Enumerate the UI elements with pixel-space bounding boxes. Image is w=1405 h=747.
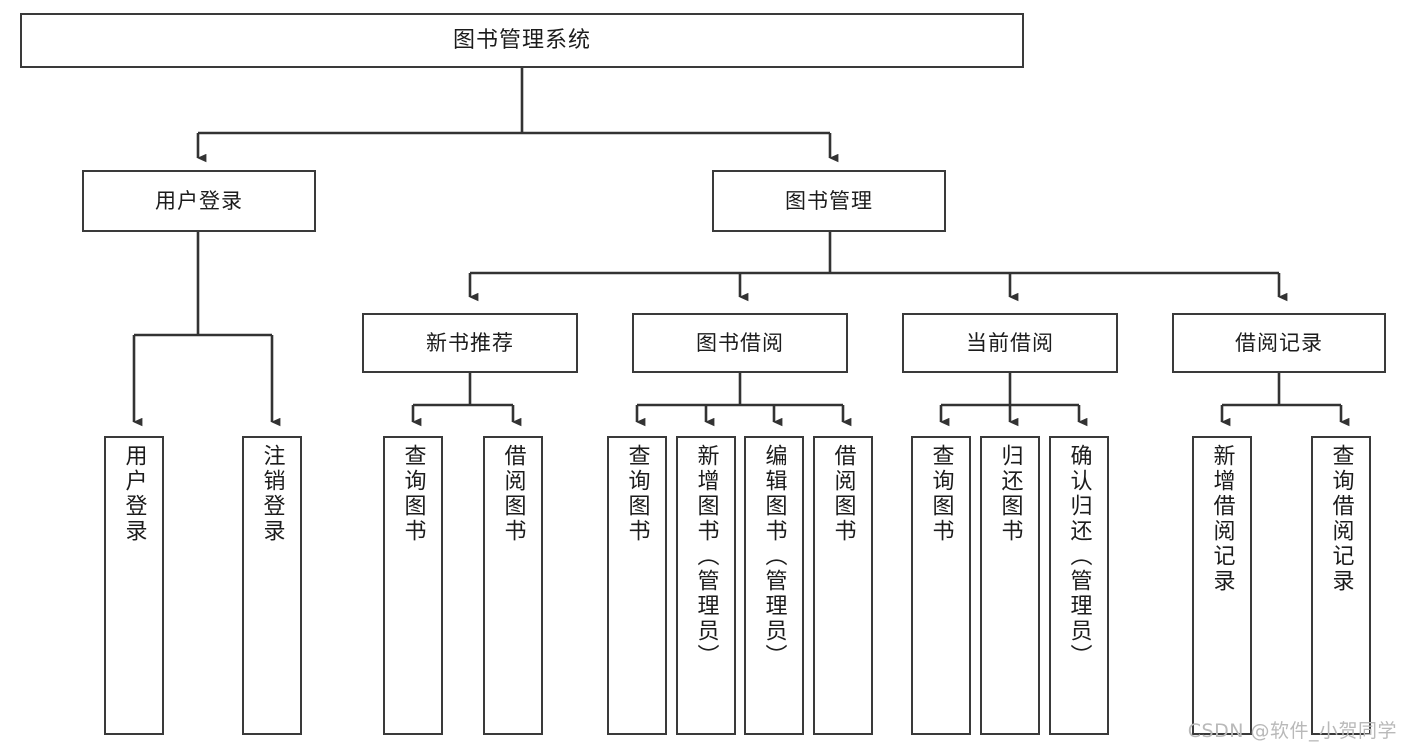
node-label: 查询图书 bbox=[400, 444, 426, 544]
node-label: 查询图书 bbox=[624, 444, 650, 544]
node-leaf-edit-book[interactable]: 编辑图书（管理员） bbox=[744, 436, 804, 735]
node-leaf-user-login[interactable]: 用户登录 bbox=[104, 436, 164, 735]
watermark-text: CSDN @软件_小贺同学 bbox=[1187, 720, 1397, 742]
node-borrow-record[interactable]: 借阅记录 bbox=[1172, 313, 1386, 373]
node-label: 新增借阅记录 bbox=[1209, 444, 1235, 594]
node-label: 用户登录 bbox=[121, 444, 147, 544]
node-label: 查询图书 bbox=[928, 444, 954, 544]
node-label: 归还图书 bbox=[997, 444, 1023, 544]
node-book-borrow[interactable]: 图书借阅 bbox=[632, 313, 848, 373]
node-book-management[interactable]: 图书管理 bbox=[712, 170, 946, 232]
node-leaf-query-borrow-record[interactable]: 查询借阅记录 bbox=[1311, 436, 1371, 735]
node-label: 图书借阅 bbox=[696, 330, 784, 355]
node-label: 新增图书（管理员） bbox=[693, 444, 719, 669]
node-user-login[interactable]: 用户登录 bbox=[82, 170, 316, 232]
node-leaf-query-book-recommend[interactable]: 查询图书 bbox=[383, 436, 443, 735]
node-leaf-return-book[interactable]: 归还图书 bbox=[980, 436, 1040, 735]
node-label: 确认归还（管理员） bbox=[1066, 444, 1092, 669]
node-leaf-query-book-borrow[interactable]: 查询图书 bbox=[607, 436, 667, 735]
node-label: 图书管理系统 bbox=[452, 27, 591, 53]
node-label: 新书推荐 bbox=[426, 330, 514, 355]
node-leaf-add-book[interactable]: 新增图书（管理员） bbox=[676, 436, 736, 735]
node-label: 借阅图书 bbox=[500, 444, 526, 544]
node-label: 借阅记录 bbox=[1235, 330, 1323, 355]
node-leaf-add-borrow-record[interactable]: 新增借阅记录 bbox=[1192, 436, 1252, 735]
node-label: 用户登录 bbox=[155, 188, 243, 213]
node-label: 注销登录 bbox=[259, 444, 285, 544]
node-leaf-user-logout[interactable]: 注销登录 bbox=[242, 436, 302, 735]
node-label: 借阅图书 bbox=[830, 444, 856, 544]
node-label: 编辑图书（管理员） bbox=[761, 444, 787, 669]
node-root-book-management-system[interactable]: 图书管理系统 bbox=[20, 13, 1024, 68]
node-leaf-confirm-return[interactable]: 确认归还（管理员） bbox=[1049, 436, 1109, 735]
node-new-book-recommend[interactable]: 新书推荐 bbox=[362, 313, 578, 373]
node-label: 图书管理 bbox=[785, 188, 873, 213]
node-leaf-borrow-book-recommend[interactable]: 借阅图书 bbox=[483, 436, 543, 735]
node-label: 当前借阅 bbox=[966, 330, 1054, 355]
node-current-borrow[interactable]: 当前借阅 bbox=[902, 313, 1118, 373]
node-label: 查询借阅记录 bbox=[1328, 444, 1354, 594]
node-leaf-borrow-book[interactable]: 借阅图书 bbox=[813, 436, 873, 735]
node-leaf-query-book-current[interactable]: 查询图书 bbox=[911, 436, 971, 735]
